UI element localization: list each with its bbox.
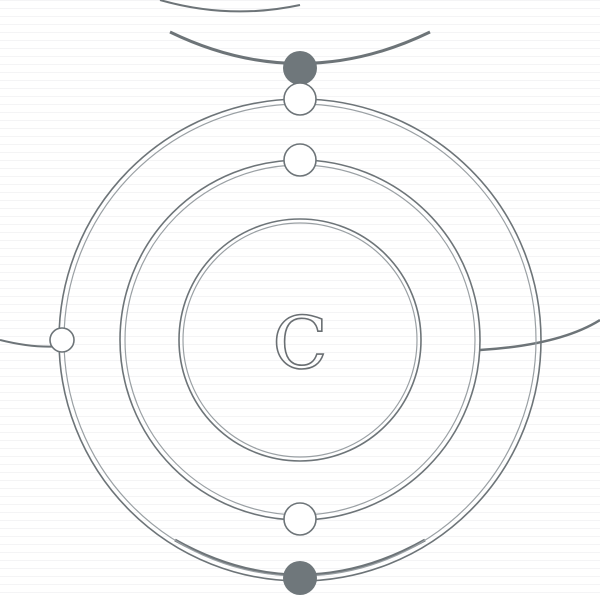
electron bbox=[283, 82, 317, 116]
nucleus-ring-outer bbox=[178, 218, 422, 462]
electron bbox=[283, 561, 317, 595]
electron bbox=[49, 327, 75, 353]
outer-arc-right bbox=[479, 318, 600, 352]
element-symbol: C bbox=[272, 301, 327, 385]
outer-arc-top-small bbox=[159, 0, 301, 13]
electron bbox=[283, 51, 317, 85]
nucleus-ring-inner bbox=[182, 222, 418, 458]
electron bbox=[283, 502, 317, 536]
electron bbox=[283, 143, 317, 177]
